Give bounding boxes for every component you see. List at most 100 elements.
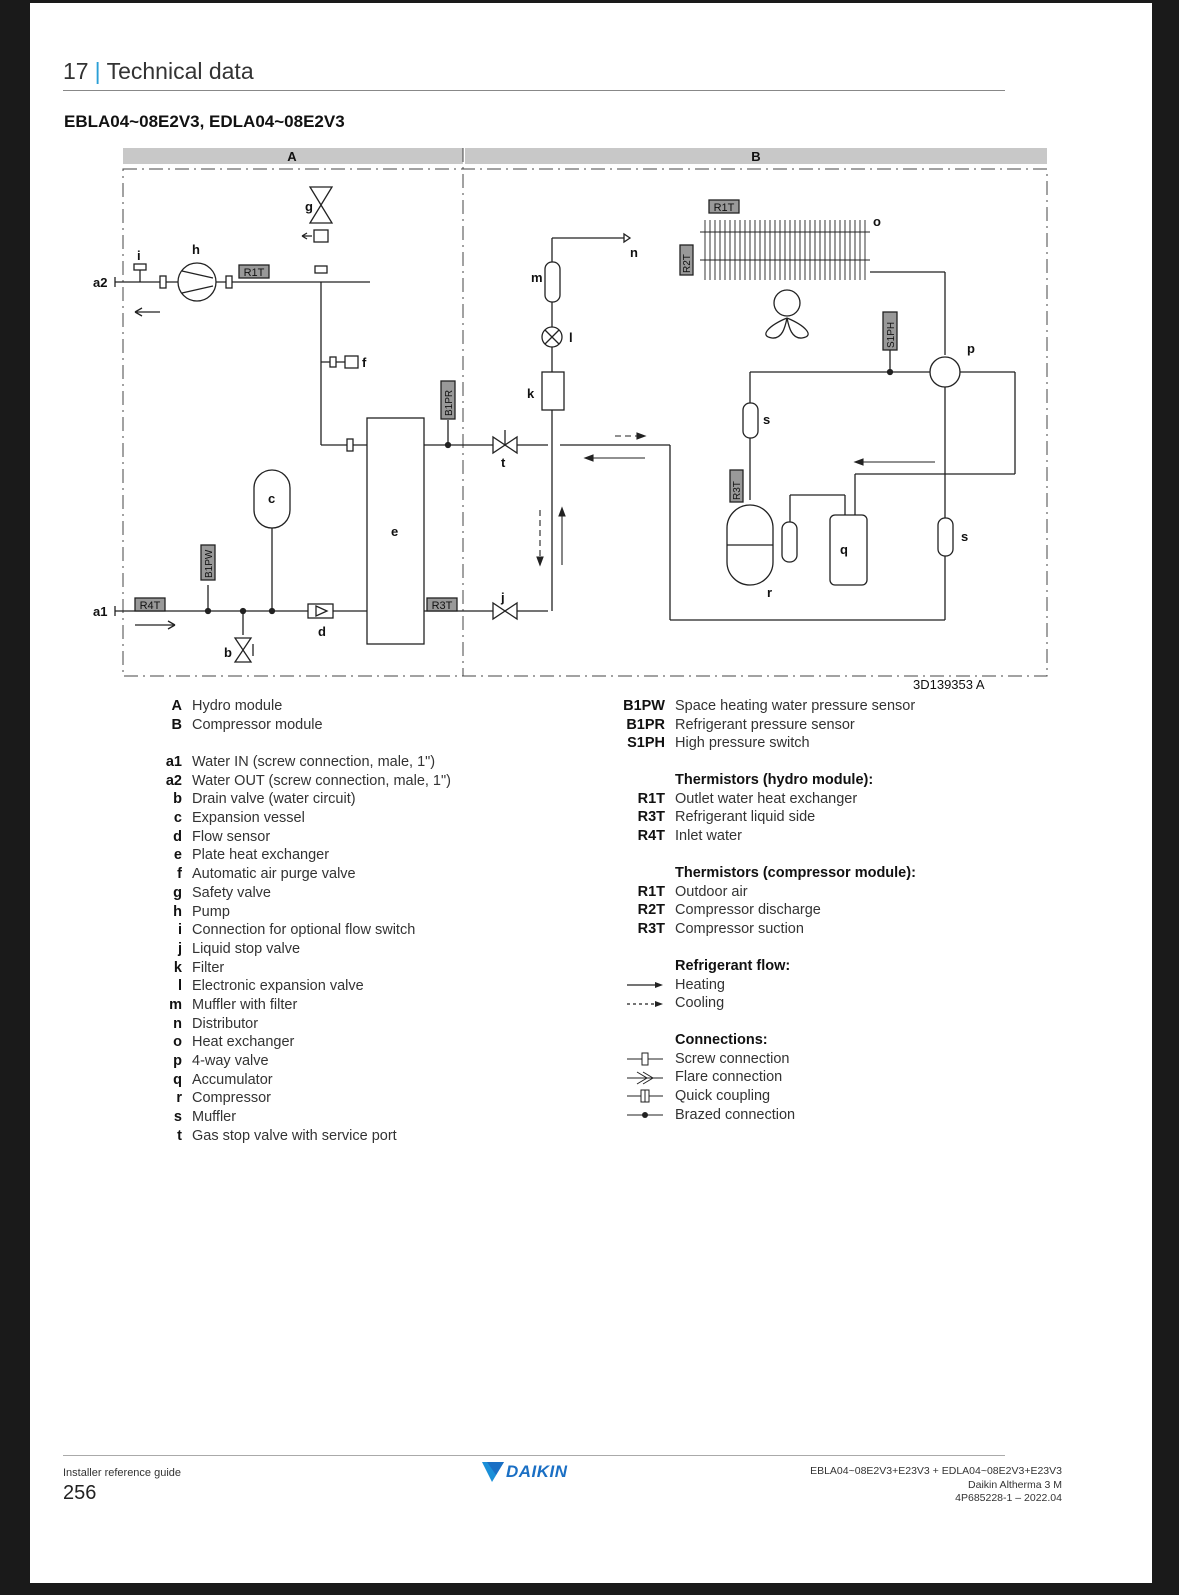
label-a2: a2 [93,275,107,290]
legend-key: R1T [637,883,665,900]
legend-value: Muffler with filter [192,996,298,1013]
legend-key: A [171,698,182,714]
model-title: EBLA04~08E2V3, EDLA04~08E2V3 [64,112,345,131]
legend-key: R2T [637,902,665,919]
piping-diagram: A B a2 i h R1T g f e a1 R4T B1PW b c [93,148,1048,677]
label-t: t [501,455,506,470]
legend-key: S1PH [627,735,665,752]
flow-title: Refrigerant flow: [675,958,791,974]
conn-screw: Screw connection [620,1050,795,1069]
label-f: f [362,355,367,370]
dashed-arrow-icon [620,994,665,1013]
legend-row: R1T Outdoor air [620,883,916,902]
label-s1ph: S1PH [886,322,897,348]
thermistors-comp-title: Thermistors (compressor module): [675,865,916,881]
legend-value: Drain valve (water circuit) [192,791,356,808]
legend-key: B [171,716,182,733]
legend-key: s [173,1109,182,1126]
legend-row: B1PR Refrigerant pressure sensor [620,716,915,735]
legend-value: Muffler [192,1109,237,1126]
diagram-doc-id: 3D139353 A [913,677,985,692]
legend-row: f Automatic air purge valve [162,865,451,884]
legend-value: Electronic expansion valve [192,978,364,995]
label-h: h [192,242,200,257]
conn-brazed: Brazed connection [620,1106,795,1125]
flow-heating: Heating [620,976,790,995]
legend-value: Compressor [192,1090,271,1107]
label-p: p [967,341,975,356]
label-q: q [840,542,848,557]
legend-value: Refrigerant pressure sensor [675,716,855,733]
legend-value: Automatic air purge valve [192,866,356,883]
legend-value: Plate heat exchanger [192,847,330,864]
legend-key: h [173,903,182,920]
legend-key: r [176,1090,182,1107]
legend-value: Flow sensor [192,828,271,845]
legend-value: Outdoor air [675,883,748,900]
legend-value: Expansion vessel [192,810,305,827]
label-r3t-hydro: R3T [432,600,453,612]
legend-value: Space heating water pressure sensor [675,698,916,714]
legend-value: Heat exchanger [192,1034,295,1051]
footer-rule [63,1455,1005,1456]
legend-value: Compressor suction [675,921,804,938]
legend-key: B1PW [623,698,665,714]
legend-key: f [177,866,182,883]
legend-key: e [173,847,182,864]
legend-key: o [173,1034,182,1051]
label-m: m [531,270,543,285]
legend-key: p [173,1053,182,1069]
solid-arrow-icon [620,976,665,995]
legend-thermistors-comp: Thermistors (compressor module): R1T Outd… [620,864,916,939]
label-r2t: R2T [682,254,693,273]
legend-key: R1T [637,790,665,807]
legend-value: Outlet water heat exchanger [675,790,858,807]
conn-flare: Flare connection [620,1068,795,1087]
label-b: b [224,645,232,660]
label-d: d [318,624,326,639]
legend-key: a1 [165,754,182,770]
label-g: g [305,199,313,214]
label-c: c [268,491,275,506]
legend-key: n [173,1015,182,1032]
legend-value: Water OUT (screw connection, male, 1") [192,772,451,789]
legend-value: Refrigerant liquid side [675,809,816,826]
daikin-logo: DAIKIN [482,1462,568,1482]
legend-value: Accumulator [192,1071,273,1088]
legend-value: Liquid stop valve [192,940,301,957]
legend-row: r Compressor [162,1089,451,1108]
flow-cooling: Cooling [620,994,790,1013]
flare-connection-icon [620,1068,665,1087]
legend-value: Pump [192,903,230,920]
footer-page-number: 256 [63,1482,97,1504]
label-j: j [500,590,505,605]
legend-row: e Plate heat exchanger [162,846,451,865]
label-e: e [391,524,398,539]
legend-row: B1PW Space heating water pressure sensor [620,697,915,716]
label-r4t: R4T [140,600,161,612]
label-o: o [873,214,881,229]
label-b1pr: B1PR [444,390,455,416]
legend-value: Gas stop valve with service port [192,1127,397,1144]
footer-right: EBLA04~08E2V3+E23V3 + EDLA04~08E2V3+E23V… [810,1465,1062,1504]
label-k: k [527,386,535,401]
legend-value: Connection for optional flow switch [192,922,416,939]
label-r1t-hydro: R1T [244,267,265,279]
module-b-label: B [751,149,760,164]
legend-key: B1PR [626,716,665,733]
